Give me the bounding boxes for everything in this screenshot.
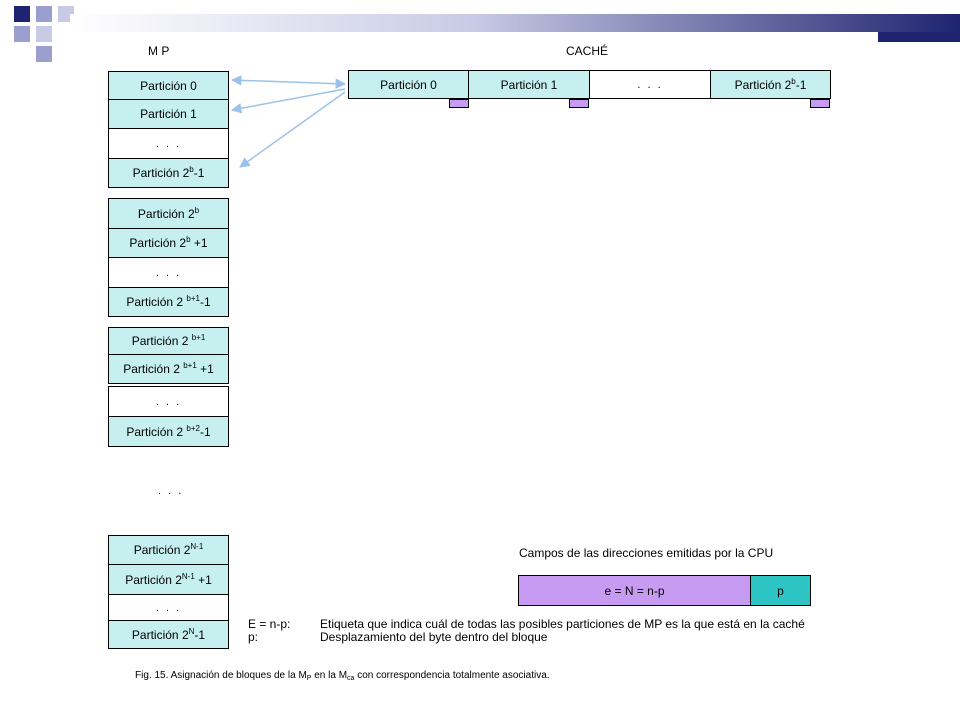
text-part: +1 [196,362,214,376]
figure-caption: Fig. 15. Asignación de bloques de la MP … [135,670,550,682]
cache-tag-1 [569,99,589,108]
text-part: -1 [193,166,205,180]
text-part: +1 [194,572,212,587]
superscript: b [194,205,200,215]
header-dark-strip [878,32,960,42]
mp-group1-ellipsis: . . . [108,128,229,159]
superscript: b [791,76,796,86]
superscript: b+1 [186,294,200,303]
arrow-partition-0 [230,75,347,89]
text-part: Partición 2 [131,334,192,348]
text-part: Partición 2 [137,206,195,221]
address-offset-field-label: p [777,583,784,598]
mp-title: M P [148,44,170,58]
mp-group4-ellipsis-label: . . . [155,601,182,614]
mp-group3-ellipsis: . . . [108,386,229,417]
text-part: Partición 2 [125,572,182,587]
header-square-6 [36,46,52,62]
legend-key-offset: p: [248,630,259,644]
text-part: -1 [194,627,206,642]
address-tag-field: e = N = n-p [518,575,751,606]
header-square-2 [36,6,52,22]
mp-partition-2b: Partición 2b [108,198,229,229]
cache-title: CACHÉ [566,44,609,58]
text-part: -1 [199,295,211,309]
legend-desc-offset: Desplazamiento del byte dentro del bloqu… [320,630,548,644]
mp-between-ellipsis: . . . [158,485,184,497]
cache-line-2b-minus-1: Partición 2b-1 [710,70,831,99]
mp-partition-1-label: Partición 1 [140,107,197,121]
text-part: Partición 2 [132,166,190,180]
text-part: Partición 2 [123,362,184,376]
legend-key-tag: E = n-p: [248,617,291,631]
text-part: -1 [199,424,211,439]
caption-subscript: ca [347,675,355,682]
mp-partition-2b2-minus-1: Partición 2 b+2-1 [108,416,229,447]
mp-partition-2b1: Partición 2 b+1 [108,327,229,355]
mp-partition-2b1-label: Partición 2 b+1 [131,333,206,349]
mp-group3-ellipsis-label: . . . [155,395,182,408]
superscript: b+2 [186,423,200,433]
legend-desc-tag: Etiqueta que indica cuál de todas las po… [320,617,805,631]
caption-text: en la M [311,670,348,681]
cache-line-1: Partición 1 [468,70,590,99]
superscript: N-1 [190,542,204,551]
cache-line-0-label: Partición 0 [380,77,437,92]
mp-partition-2n1: Partición 2N-1 [108,535,229,565]
mp-partition-2b-plus-1-label: Partición 2b +1 [129,235,208,251]
mp-partition-2b1-plus-1-label: Partición 2 b+1 +1 [123,361,214,377]
cache-ellipsis: . . . [589,70,711,99]
header-square-4 [14,26,30,42]
cache-line-0: Partición 0 [348,70,469,99]
caption-text: con correspondencia totalmente asociativ… [354,670,550,681]
header-gradient-bar [70,14,960,32]
caption-subscript: P [306,675,312,682]
cache-tag-0 [449,99,469,108]
arrow-partition-1 [230,88,346,114]
cache-ellipsis-label: . . . [637,78,663,91]
mp-partition-2b-plus-1: Partición 2b +1 [108,228,229,258]
address-offset-field: p [750,575,811,606]
mp-group1-ellipsis-label: . . . [155,137,182,150]
text-part: Partición 2 [734,77,792,92]
mp-partition-0-label: Partición 0 [140,78,197,93]
address-title: Campos de las direcciones emitidas por l… [519,546,774,560]
mp-partition-2b1-minus-1: Partición 2 b+1-1 [108,287,229,317]
text-part: Partición 2 [126,424,187,439]
mp-group2-ellipsis-label: . . . [155,266,182,279]
cache-tag-2b-minus-1 [810,99,830,108]
mp-partition-2b2-minus-1-label: Partición 2 b+2-1 [126,423,211,439]
text-part: Partición 2 [129,236,187,250]
text-part: +1 [190,236,208,250]
header-square-5 [36,26,52,42]
mp-partition-1: Partición 1 [108,99,229,129]
mp-partition-2n1-label: Partición 2N-1 [133,542,204,558]
superscript: N-1 [181,571,195,581]
cache-line-1-label: Partición 1 [500,77,558,92]
text-part: -1 [795,77,807,92]
mp-partition-2b-minus-1-label: Partición 2b-1 [132,165,205,181]
arrow-partition-2b-minus-1 [239,91,346,168]
mp-partition-2b1-minus-1-label: Partición 2 b+1-1 [126,294,211,310]
superscript: N [188,626,195,636]
superscript: b+1 [183,361,197,370]
cache-line-2b-minus-1-label: Partición 2b-1 [734,76,807,92]
mp-partition-2b-label: Partición 2b [137,205,200,221]
mp-partition-2n-minus-1: Partición 2N-1 [108,620,229,649]
mp-partition-2n1-plus-1: Partición 2N-1 +1 [108,564,229,595]
superscript: b [189,165,194,174]
mp-partition-2b1-plus-1: Partición 2 b+1 +1 [108,354,229,384]
mp-partition-2b-minus-1: Partición 2b-1 [108,158,229,188]
mp-partition-2n1-plus-1-label: Partición 2N-1 +1 [125,571,212,587]
address-tag-field-label: e = N = n-p [604,583,665,598]
superscript: b+1 [191,333,206,342]
text-part: Partición 2 [131,627,189,642]
mp-partition-2n-minus-1-label: Partición 2N-1 [131,626,206,642]
header-square-1 [14,6,30,22]
text-part: Partición 2 [126,295,187,309]
text-part: Partición 2 [133,543,191,557]
superscript: b [186,235,191,244]
caption-text: Fig. 15. Asignación de bloques de la M [135,670,307,681]
